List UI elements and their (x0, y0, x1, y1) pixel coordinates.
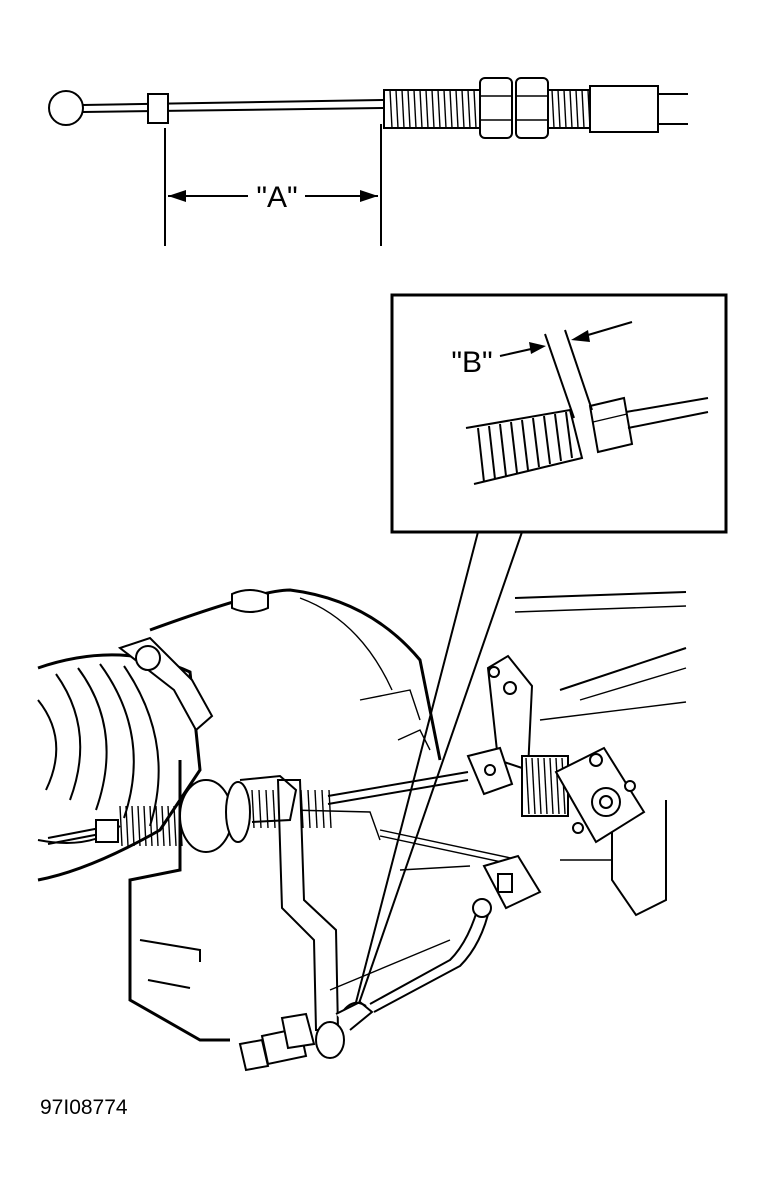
inset-cable-slug (588, 396, 634, 454)
frame-rails (399, 591, 687, 917)
inset-detail-b: "B" (353, 293, 728, 1013)
electrical-connector (369, 854, 542, 1013)
cable-detail-top: "A" (48, 77, 688, 246)
throttle-lever (554, 746, 646, 844)
dimension-a (164, 124, 382, 246)
hose-clamp (117, 636, 214, 732)
mounting-bracket (486, 654, 534, 772)
cable-ball-end (48, 90, 84, 126)
inset-frame (390, 293, 728, 534)
inner-cable-wire (82, 99, 385, 106)
threaded-cable-housing (383, 89, 481, 129)
figure-id: 97I08774 (40, 1096, 128, 1119)
adjuster-nuts (479, 77, 549, 139)
transmission-assembly-illustration (37, 588, 687, 1072)
cable-stop-slug (147, 93, 169, 124)
inset-threaded-end (465, 408, 584, 485)
return-spring (521, 755, 569, 817)
label-a: "A" (256, 181, 297, 214)
transmission-case (128, 588, 442, 1042)
lower-cable-fitting (238, 1000, 374, 1072)
label-b: "B" (451, 346, 492, 379)
cable-sleeve (589, 85, 659, 133)
